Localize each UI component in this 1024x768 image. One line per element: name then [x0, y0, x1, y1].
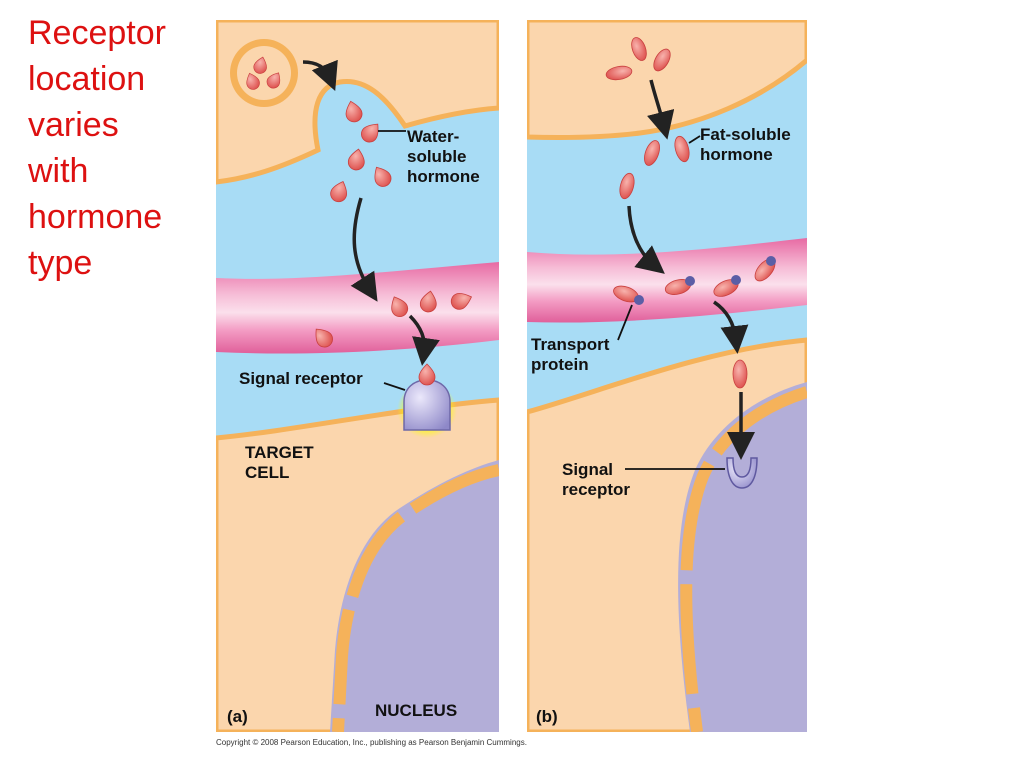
arrow [647, 79, 675, 140]
nucleus [330, 460, 499, 732]
leader-line [688, 135, 701, 144]
title-line: Receptor [28, 14, 166, 52]
title-line: with [28, 152, 89, 190]
nucleus-label: NUCLEUS [375, 701, 458, 720]
signal-receptor-label: Signal receptor [239, 369, 363, 388]
nuclear-envelope [680, 386, 807, 732]
signal-receptor-label: Signal receptor [562, 460, 631, 499]
blood-vessel [527, 238, 807, 323]
panel-a [216, 20, 499, 732]
title-line: hormone [28, 198, 163, 236]
nuclear-envelope [332, 464, 499, 732]
slide-title: Receptor location varies with hormone ty… [28, 10, 208, 286]
transport-proteins [613, 256, 776, 305]
copyright-notice: Copyright © 2008 Pearson Education, Inc.… [216, 738, 527, 747]
blood-vessel [216, 262, 499, 354]
arrow [627, 205, 665, 274]
arrow [302, 59, 338, 91]
leader-line [383, 382, 406, 391]
signal-receptor [403, 379, 451, 431]
title-line: varies [28, 106, 119, 144]
panel-a-tag: (a) [227, 707, 248, 726]
panel-b-tag: (b) [536, 707, 558, 726]
target-cell-label: TARGET CELL [245, 443, 314, 482]
title-line: location [28, 60, 146, 98]
panel-b [527, 20, 807, 732]
arrow [408, 314, 440, 366]
transport-protein-label: Transport protein [531, 335, 610, 374]
arrow [712, 300, 749, 354]
fat-soluble-hormones [605, 37, 748, 389]
leader-line [617, 304, 633, 341]
water-soluble-hormone-label: Water- soluble hormone [407, 127, 480, 186]
fat-soluble-hormone-label: Fat-soluble hormone [700, 125, 791, 164]
arrow [350, 197, 378, 302]
title-line: type [28, 244, 93, 282]
